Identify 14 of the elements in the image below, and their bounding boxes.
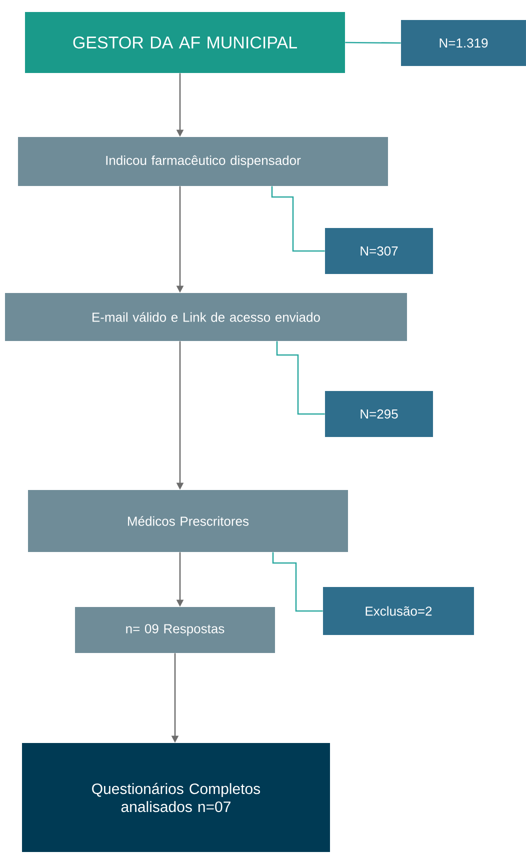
process-box: E-mail válido e Link de acesso enviado [5, 293, 407, 341]
count-box: N=295 [325, 391, 433, 437]
count-box: N=1.319 [401, 20, 526, 66]
count-box: N=307 [325, 228, 433, 274]
count-box: Exclusão=2 [323, 587, 474, 635]
process-box: GESTOR DA AF MUNICIPAL [25, 12, 345, 73]
result-box: Questionários Completos analisados n=07 [22, 743, 330, 852]
connector-line [271, 186, 325, 252]
process-box: Indicou farmacêutico dispensador [18, 137, 388, 186]
connector-line [272, 552, 323, 612]
process-box: Médicos Prescritores [28, 490, 348, 552]
process-box: n= 09 Respostas [75, 607, 275, 653]
connector-line [276, 341, 325, 415]
connector-line [345, 42, 401, 44]
